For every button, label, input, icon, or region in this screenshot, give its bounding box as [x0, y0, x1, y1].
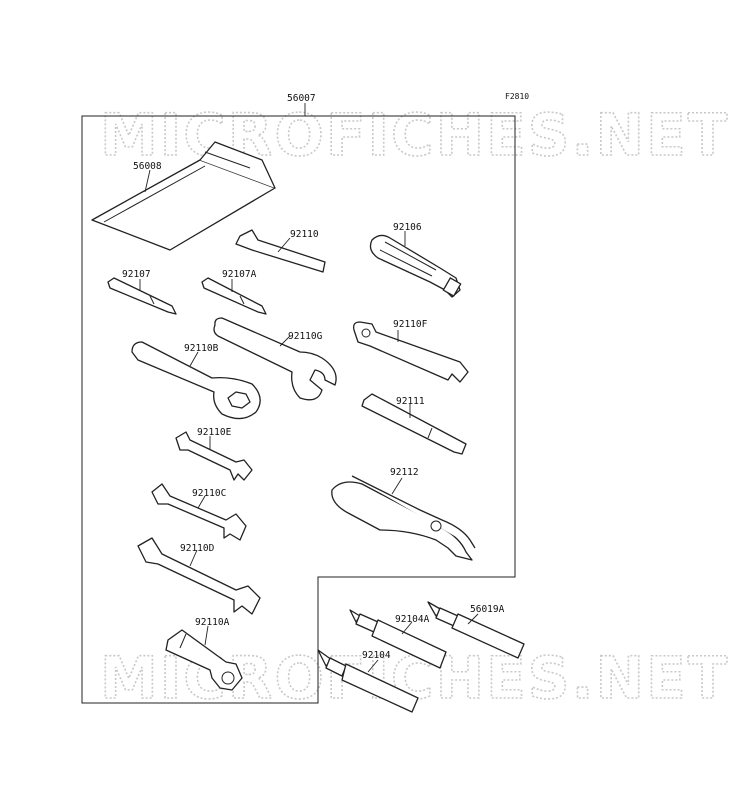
leader-92104A — [401, 621, 413, 635]
combination-pliers — [331, 475, 476, 561]
leader-92110 — [277, 237, 291, 253]
leader-56019A — [467, 613, 479, 625]
label-92110C: 92110C — [192, 488, 226, 499]
spark-plug-wrench-a — [165, 629, 243, 691]
screwdriver-bit-1 — [107, 277, 177, 315]
label-92110F: 92110F — [393, 319, 428, 330]
label-92106: 92106 — [393, 222, 422, 233]
label-92112: 92112 — [390, 467, 419, 478]
grease-tube-2 — [317, 649, 419, 713]
leader-92110D — [189, 549, 198, 567]
label-92110G: 92110G — [288, 331, 323, 342]
leader-92110A — [204, 625, 209, 646]
leader-92110B — [189, 351, 199, 367]
screwdriver-handle — [369, 234, 462, 298]
label-92107: 92107 — [122, 269, 151, 280]
label-92110E: 92110E — [197, 427, 232, 438]
double-end-wrench-d — [137, 537, 261, 615]
screwdriver-bit-2 — [201, 277, 267, 315]
leader-92112 — [391, 477, 403, 495]
double-end-wrench-e — [175, 431, 253, 481]
leader-92110C — [197, 495, 206, 509]
label-56019A: 56019A — [470, 604, 505, 615]
label-92104A: 92104A — [395, 614, 430, 625]
tool-pouch — [91, 141, 276, 251]
figure-code: F2810 — [505, 92, 529, 101]
leader-56008 — [144, 169, 151, 193]
leader-92104 — [367, 659, 379, 673]
label-56007: 56007 — [287, 93, 316, 104]
double-end-wrench-c — [151, 483, 247, 541]
label-92111: 92111 — [396, 396, 425, 407]
spanner-f — [352, 321, 469, 383]
label-56008: 56008 — [133, 161, 162, 172]
kit-boundary — [81, 115, 516, 704]
label-92107A: 92107A — [222, 269, 257, 280]
watermark-top: MICROFICHES.NET — [100, 101, 729, 169]
label-92110B: 92110B — [184, 343, 219, 354]
label-92110: 92110 — [290, 229, 319, 240]
label-92104: 92104 — [362, 650, 391, 661]
leader-92110G — [279, 335, 291, 347]
label-92110A: 92110A — [195, 617, 230, 628]
grease-tube-3 — [427, 601, 525, 659]
ring-spanner-b — [131, 341, 261, 420]
hex-key — [235, 229, 326, 273]
extension-bar — [361, 393, 467, 455]
label-92110D: 92110D — [180, 543, 215, 554]
open-end-spanner-g — [213, 317, 337, 401]
grease-tube-1 — [349, 609, 447, 669]
